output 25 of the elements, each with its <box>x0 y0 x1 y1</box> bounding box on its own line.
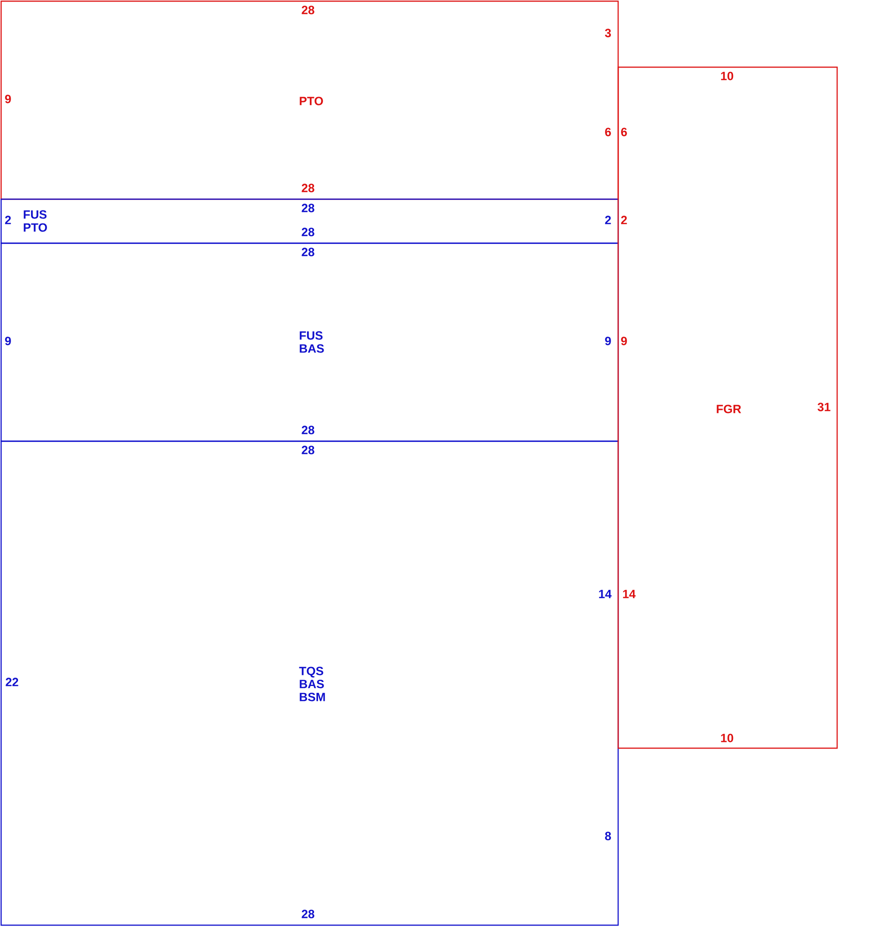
dimension-label: 28 <box>302 426 314 434</box>
dimension-label: 9 <box>5 336 11 346</box>
dimension-label: 2 <box>605 216 611 224</box>
dimension-label: 28 <box>302 6 314 14</box>
dimension-label: 28 <box>302 204 314 212</box>
dimension-label: 6 <box>605 128 611 136</box>
dimension-label: 9 <box>621 336 627 346</box>
dimension-label: 6 <box>621 128 627 136</box>
dimension-label: 14 <box>599 590 612 598</box>
dimension-label: 22 <box>6 678 18 686</box>
dimension-label: 8 <box>605 832 611 840</box>
dimension-label: 28 <box>302 910 314 918</box>
dimension-label: 28 <box>302 248 314 256</box>
dimension-label: 10 <box>721 734 734 742</box>
dimension-label: 2 <box>5 216 11 224</box>
dimension-label: 28 <box>302 228 314 236</box>
dimension-label: 31 <box>818 402 830 412</box>
dimension-label: 28 <box>302 446 314 454</box>
dimension-label: 14 <box>623 590 636 598</box>
dimension-label: 9 <box>605 336 611 346</box>
dimension-label: 2 <box>621 216 627 224</box>
dimension-label: 9 <box>5 94 11 104</box>
dimension-label: 10 <box>721 72 734 80</box>
dimension-label: 3 <box>604 28 611 38</box>
dimension-label: 28 <box>302 184 314 192</box>
